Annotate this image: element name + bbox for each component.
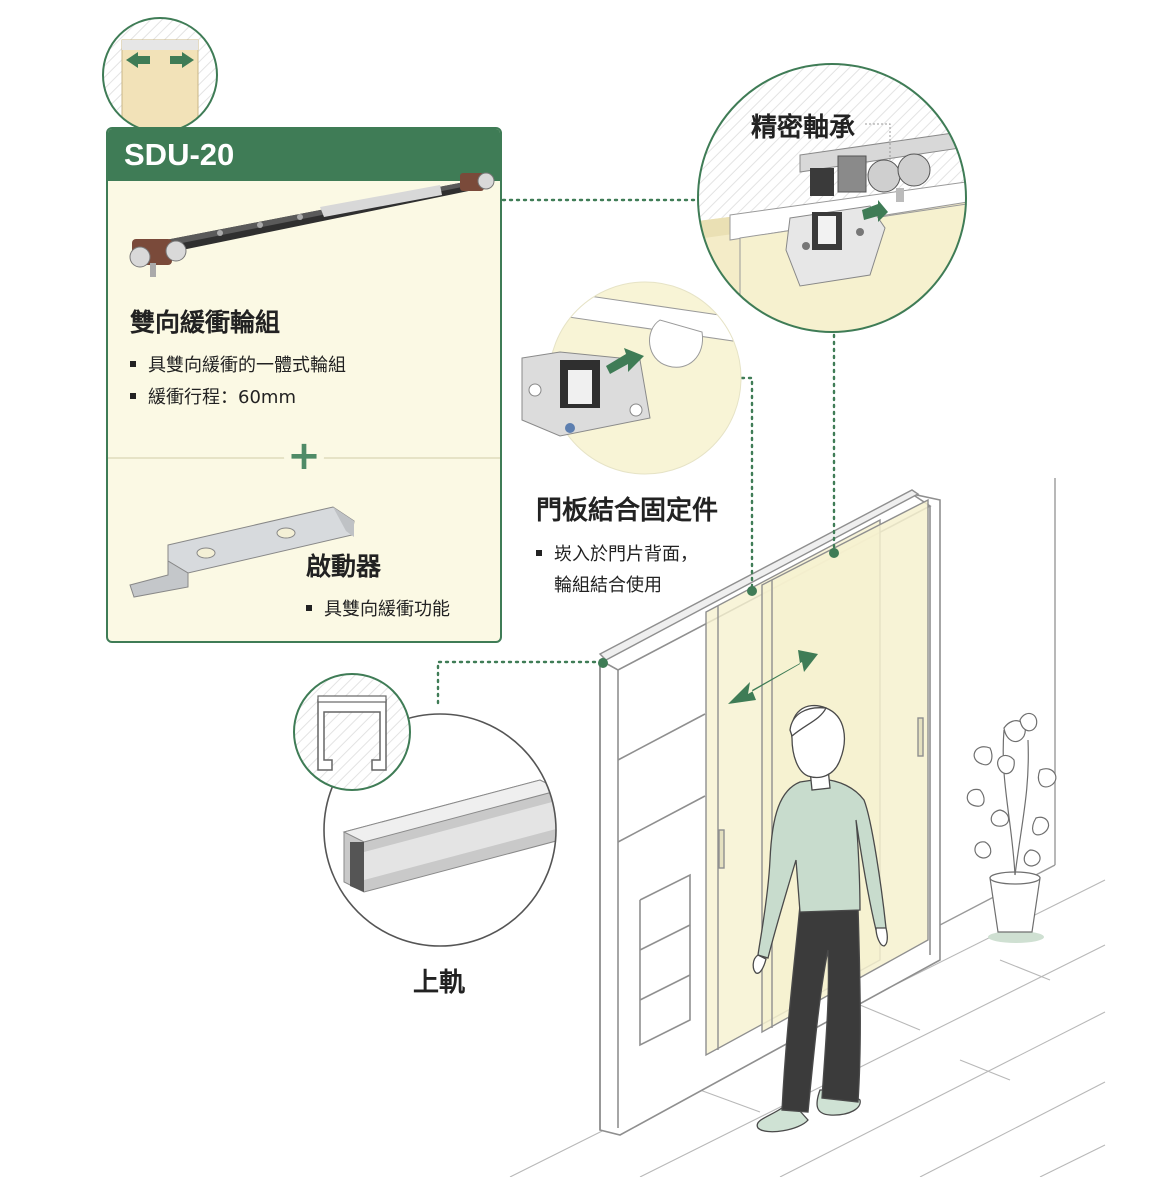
double-arrow-icon [728,650,818,704]
activator-title: 啟動器 [306,552,382,581]
bullet-square-icon [536,550,542,556]
insert-arrow-icon [606,348,644,374]
leader-lines [436,198,836,705]
plus-icon: + [284,436,324,477]
bullet-square-icon [306,605,312,611]
bullet-square-icon [130,361,136,367]
roller-bullet-2: 緩衝行程：60mm [130,383,296,409]
plant-illustration [966,712,1057,943]
person-illustration [752,704,888,1133]
leader-dots [598,548,839,668]
bracket-part [521,351,651,437]
product-panel: SDU-20 雙向緩衝輪組 具雙向緩衝的一體式輪組 緩衝行程：60mm + 啟動… [106,127,502,643]
roller-set-image [129,172,495,277]
roller-title: 雙向緩衝輪組 [130,308,281,337]
door-thumbnail [102,17,218,133]
bracket-bullet-1: 崁入於門片背面， [536,540,698,566]
roller-bullet-1: 具雙向緩衝的一體式輪組 [130,351,346,377]
bearing-closeup [697,63,967,333]
rail-label: 上軌 [413,968,466,998]
activator-bullet-1: 具雙向緩衝功能 [306,595,450,621]
model-title: SDU-20 [108,129,500,181]
rail-profile-thumbnail [293,673,411,791]
activator-image [129,506,355,598]
bearing-label: 精密軸承 [751,113,856,143]
bracket-bullet-2: 輪組結合使用 [554,575,662,596]
door-arrows-icon [126,52,194,68]
bracket-title: 門板結合固定件 [536,496,719,526]
rail-closeup [323,713,557,947]
bullet-square-icon [130,393,136,399]
bracket-closeup [521,281,742,475]
